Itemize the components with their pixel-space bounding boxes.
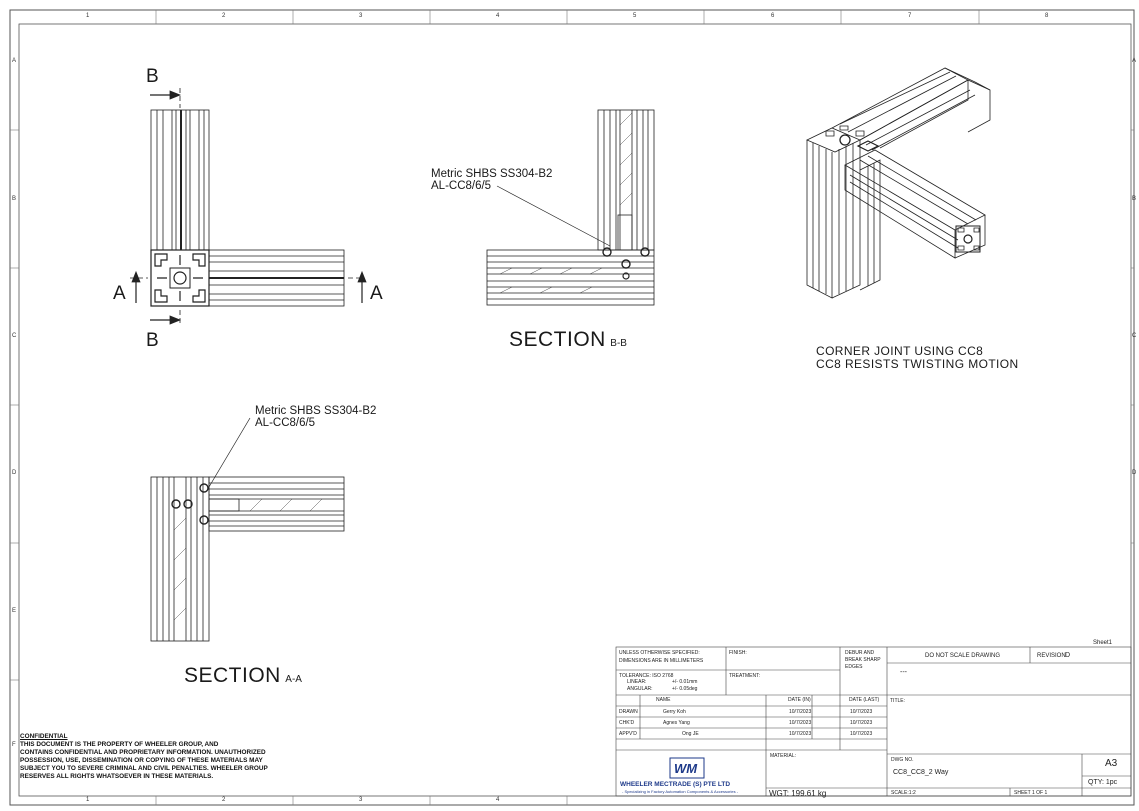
zone-row-c-right: C (1132, 333, 1137, 339)
iso-view-note: CORNER JOINT USING CC8 CC8 RESISTS TWIST… (816, 345, 1019, 371)
section-aa-title-suffix: A-A (285, 674, 302, 685)
zone-row-d-right: D (1132, 470, 1137, 476)
checked-name: Agnes Yang (663, 720, 690, 726)
zone-col-3-bottom: 3 (359, 797, 363, 803)
section-aa-title: SECTION A-A (184, 664, 302, 688)
company-tagline: - Specializing in Factory Automation Com… (622, 789, 739, 794)
deburr-line3: EDGES (845, 664, 863, 670)
section-bb-leader-line1: Metric SHBS SS304-B2 (431, 168, 553, 180)
material-label: MATERIAL: (770, 753, 797, 759)
checked-role: CHK'D (619, 720, 635, 726)
section-label-b-top: B (146, 66, 159, 87)
section-bb-title: SECTION B-B (509, 328, 627, 352)
confidential-line: SUBJECT YOU TO SEVERE CRIMINAL AND CIVIL… (20, 765, 268, 772)
linear-label: LINEAR: (627, 679, 647, 685)
dwg-no-label: DWG NO. (891, 757, 914, 763)
confidential-line: POSSESSION, USE, DISSEMINATION OR COPYIN… (20, 757, 263, 764)
section-label-b-bottom: B (146, 330, 159, 351)
title-label: TITLE: (890, 698, 906, 704)
section-label-a-left: A (113, 283, 126, 304)
zone-row-b: B (12, 196, 17, 202)
zone-row-a-right: A (1132, 58, 1137, 64)
sheet-size: A3 (1105, 758, 1118, 769)
drawn-name: Gerry Koh (663, 709, 686, 715)
linear-value: +/- 0.01mm (672, 679, 698, 685)
zone-col-4-bottom: 4 (496, 797, 500, 803)
deburr-value: --- (900, 669, 907, 676)
section-aa-leader-line1: Metric SHBS SS304-B2 (255, 405, 377, 417)
section-bb-title-suffix: B-B (610, 338, 627, 349)
confidential-line: THIS DOCUMENT IS THE PROPERTY OF WHEELER… (20, 741, 219, 748)
finish-label: FINISH: (729, 650, 747, 656)
approved-date-in: 10/7/2023 (789, 731, 812, 737)
section-aa-leader-line2: AL-CC8/6/5 (255, 417, 316, 429)
tolerance-label: TOLERANCE: ISO 2768 (619, 673, 674, 679)
section-bb-leader-note: Metric SHBS SS304-B2 AL-CC8/6/5 (431, 168, 552, 192)
zone-col-8: 8 (1045, 13, 1049, 19)
sheet-count: SHEET 1 OF 1 (1014, 790, 1048, 796)
sheet-label: Sheet1 (1093, 640, 1113, 646)
section-label-a-right: A (370, 283, 383, 304)
company-logo: WM (674, 761, 698, 776)
confidential-notice: CONFIDENTIAL THIS DOCUMENT IS THE PROPER… (20, 733, 268, 781)
deburr-line1: DEBUR AND (845, 650, 875, 656)
revision-value: D (1065, 652, 1071, 659)
confidential-title: CONFIDENTIAL (20, 733, 68, 740)
treatment-label: TREATMENT: (729, 673, 761, 679)
company-name: WHEELER MECTRADE (S) PTE LTD (620, 781, 731, 788)
iso-note-line2: CC8 RESISTS TWISTING MOTION (816, 357, 1019, 371)
angular-label: ANGULAR: (627, 686, 653, 692)
do-not-scale-note: DO NOT SCALE DRAWING (925, 653, 1001, 659)
confidential-line: RESERVES ALL RIGHTS WHATSOEVER IN THESE … (20, 773, 214, 780)
deburr-line2: BREAK SHARP (845, 657, 881, 663)
zone-col-1: 1 (86, 13, 90, 19)
weight-value: WGT: 199.61 kg (769, 789, 827, 798)
zone-col-1-bottom: 1 (86, 797, 90, 803)
zone-col-3: 3 (359, 13, 363, 19)
approved-name: Ong JE (682, 731, 699, 737)
section-bb-title-text: SECTION (509, 328, 606, 351)
section-aa-title-text: SECTION (184, 664, 281, 687)
section-bb-view (486, 109, 655, 306)
approved-role: APPV'D (619, 731, 637, 737)
dwg-no-value: CC8_CC8_2 Way (893, 769, 949, 776)
checked-date-last: 10/7/2023 (850, 720, 873, 726)
zone-col-7: 7 (908, 13, 912, 19)
approved-date-last: 10/7/2023 (850, 731, 873, 737)
zone-col-2-bottom: 2 (222, 797, 226, 803)
zone-col-6: 6 (771, 13, 775, 19)
zone-row-d: D (12, 470, 17, 476)
iso-note-line1: CORNER JOINT USING CC8 (816, 344, 984, 358)
angular-value: +/- 0.05deg (672, 686, 698, 692)
section-aa-view (150, 417, 345, 642)
zone-col-2: 2 (222, 13, 226, 19)
date-header-last: DATE (LAST) (849, 697, 880, 703)
scale-value: SCALE:1:2 (891, 790, 916, 796)
zone-row-a: A (12, 58, 17, 64)
units-line1: UNLESS OTHERWISE SPECIFIED: (619, 650, 700, 656)
drawn-date-in: 10/7/2023 (789, 709, 812, 715)
zone-col-5: 5 (633, 13, 637, 19)
section-aa-leader-note: Metric SHBS SS304-B2 AL-CC8/6/5 (255, 405, 376, 429)
zone-col-4: 4 (496, 13, 500, 19)
units-line2: DIMENSIONS ARE IN MILLIMETERS (619, 658, 704, 664)
name-header: NAME (656, 697, 671, 703)
confidential-line: CONTAINS CONFIDENTIAL AND PROPRIETARY IN… (20, 749, 266, 756)
drawn-role: DRAWN (619, 709, 638, 715)
zone-row-c: C (12, 333, 17, 339)
main-view (130, 88, 367, 325)
title-block (615, 646, 1132, 797)
checked-date-in: 10/7/2023 (789, 720, 812, 726)
drawn-date-last: 10/7/2023 (850, 709, 873, 715)
iso-view (806, 67, 991, 299)
section-bb-leader-line2: AL-CC8/6/5 (431, 180, 492, 192)
zone-row-b-right: B (1132, 196, 1137, 202)
zone-row-e: E (12, 608, 17, 614)
date-header-in: DATE (IN) (788, 697, 811, 703)
zone-row-f: F (12, 742, 16, 748)
quantity: QTY: 1pc (1088, 779, 1118, 786)
revision-label: REVISION (1037, 653, 1066, 659)
